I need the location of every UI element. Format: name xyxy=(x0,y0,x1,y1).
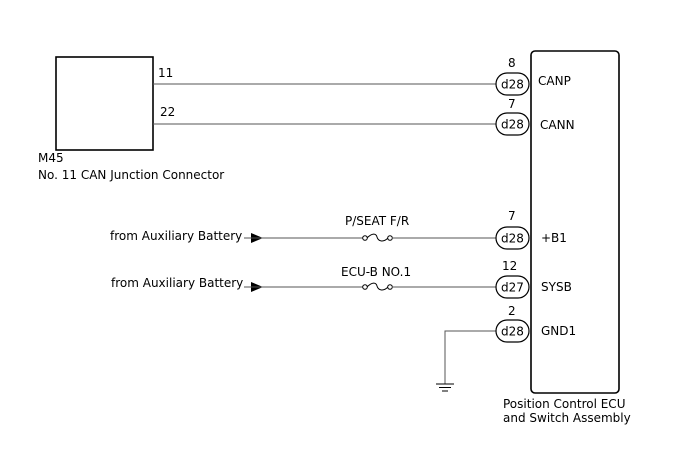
junction-connector-name: No. 11 CAN Junction Connector xyxy=(38,168,224,182)
pin-connector-cann xyxy=(495,112,530,136)
ground-icon xyxy=(436,383,454,392)
signal-label-gnd1: GND1 xyxy=(541,324,576,338)
wire-gnd1 xyxy=(444,330,497,384)
fuse-1-right-terminal xyxy=(387,235,393,241)
ecu-name-line2: and Switch Assembly xyxy=(503,411,631,425)
ecu-name-line1: Position Control ECU xyxy=(503,397,625,411)
pin-number-gnd1: 2 xyxy=(508,304,516,318)
pin-number-b1: 7 xyxy=(508,209,516,223)
fuse-2-right-terminal xyxy=(387,284,393,290)
pin-connector-label-canp: d28 xyxy=(501,78,524,92)
junction-pin-label-22: 22 xyxy=(160,105,175,119)
pin-number-cann: 7 xyxy=(508,97,516,111)
fuse-2-left-terminal xyxy=(362,284,368,290)
fuse-label-2: ECU-B NO.1 xyxy=(341,265,411,279)
pin-connector-label-cann: d28 xyxy=(501,118,524,132)
pin-connector-label-b1: d28 xyxy=(501,232,524,246)
junction-connector-id: M45 xyxy=(38,151,64,165)
fuse-1-left-terminal xyxy=(362,235,368,241)
signal-label-canp: CANP xyxy=(538,74,571,88)
pin-connector-gnd1 xyxy=(495,319,530,343)
pin-connector-label-gnd1: d28 xyxy=(501,325,524,339)
fuse-1-element xyxy=(366,233,389,242)
pin-connector-b1 xyxy=(495,226,530,250)
junction-connector-box xyxy=(55,56,154,151)
ecu-box xyxy=(530,50,620,394)
signal-label-cann: CANN xyxy=(540,118,575,132)
pin-connector-sysb xyxy=(495,275,530,299)
signal-label-sysb: SYSB xyxy=(541,280,572,294)
source-label-1: from Auxiliary Battery xyxy=(110,229,242,243)
signal-label-b1: +B1 xyxy=(541,231,567,245)
fuse-label-1: P/SEAT F/R xyxy=(345,214,409,228)
pin-number-sysb: 12 xyxy=(502,259,517,273)
junction-pin-label-11: 11 xyxy=(158,66,173,80)
pin-connector-label-sysb: d27 xyxy=(501,281,524,295)
pin-connector-canp xyxy=(495,72,530,96)
source-label-2: from Auxiliary Battery xyxy=(111,276,243,290)
pin-number-canp: 8 xyxy=(508,56,516,70)
fuse-2-element xyxy=(366,282,389,291)
